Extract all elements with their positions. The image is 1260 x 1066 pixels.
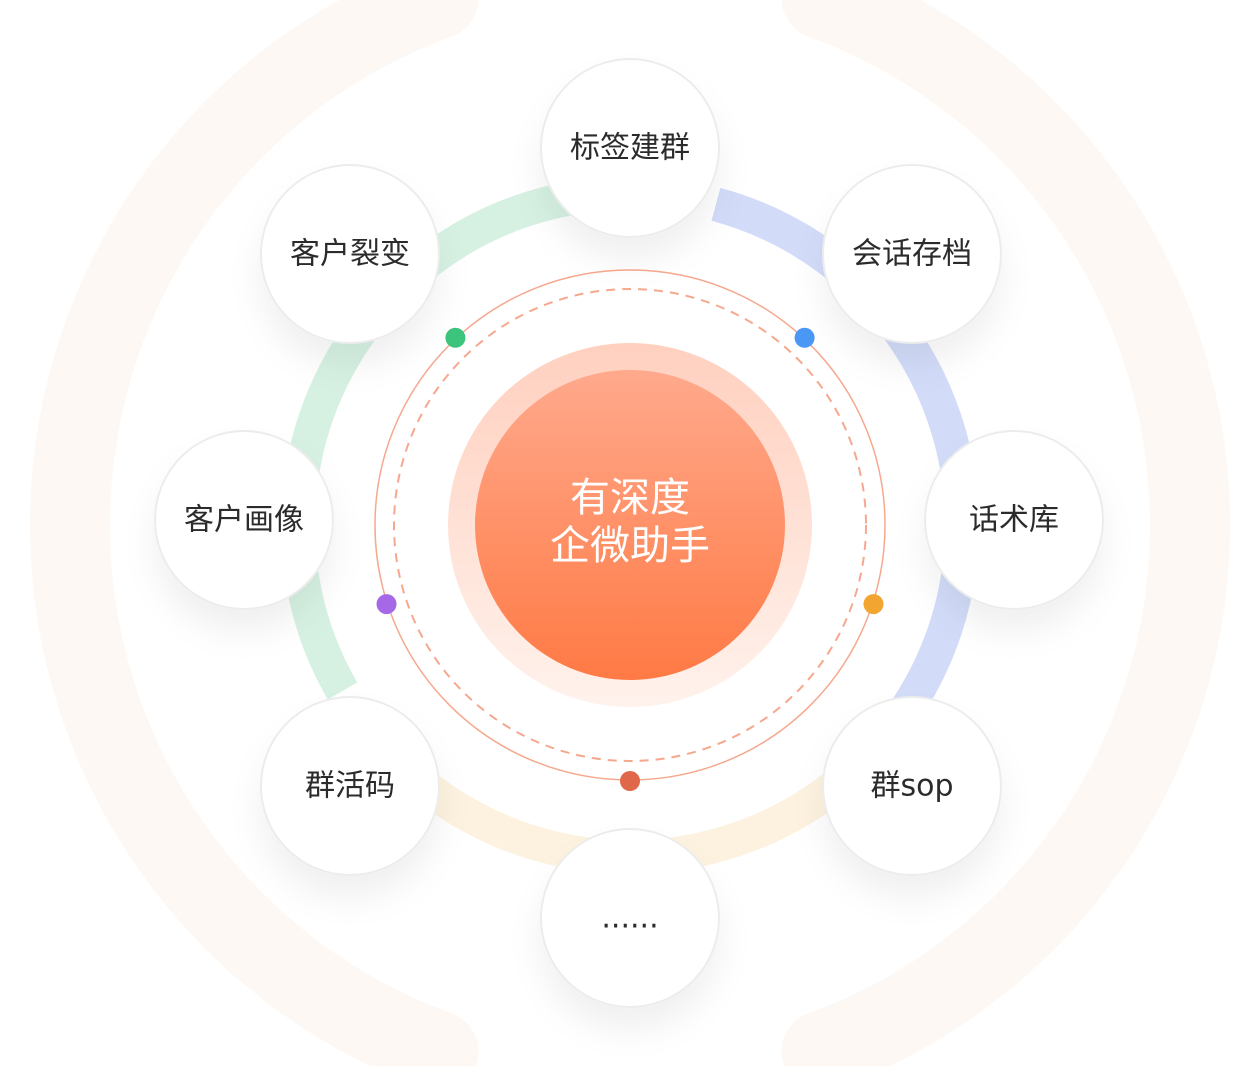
feature-node[interactable]: ......: [540, 828, 720, 1008]
center-title-line2: 企微助手: [550, 523, 710, 569]
feature-node-label: 客户画像: [184, 503, 304, 538]
feature-node-label: 标签建群: [570, 131, 690, 166]
feature-node-circle: [822, 164, 1002, 344]
feature-node-circle: [822, 696, 1002, 876]
feature-node-circle: [260, 696, 440, 876]
ring-dot: [794, 327, 815, 348]
feature-node[interactable]: 群活码: [260, 696, 440, 876]
feature-node[interactable]: 会话存档: [822, 164, 1002, 344]
feature-node-circle: [924, 430, 1104, 610]
feature-node-label: 群活码: [305, 769, 395, 804]
dashed-ring: [393, 288, 867, 762]
ring-dot: [445, 327, 466, 348]
feature-node-circle: [260, 164, 440, 344]
outer-arc-left: [30, 0, 479, 1066]
feature-node[interactable]: 客户画像: [154, 430, 334, 610]
ring-dot: [376, 594, 397, 615]
arc-blue: [711, 187, 979, 750]
feature-node-circle: [154, 430, 334, 610]
feature-node-label: 客户裂变: [290, 237, 410, 272]
feature-node-label: 群sop: [870, 769, 953, 804]
feature-node-label: ......: [601, 901, 658, 936]
outer-decorative-arcs: [30, 0, 1230, 1066]
feature-node-label: 话术库: [969, 503, 1059, 538]
outer-arc-right: [781, 0, 1230, 1066]
feature-node[interactable]: 话术库: [924, 430, 1104, 610]
ring-dot: [620, 771, 640, 791]
feature-node[interactable]: 标签建群: [540, 58, 720, 238]
feature-node-circle: [540, 58, 720, 238]
ring-dots: [376, 327, 884, 791]
feature-node[interactable]: 客户裂变: [260, 164, 440, 344]
center-title-line1: 有深度: [570, 475, 690, 521]
arc-green: [281, 181, 576, 700]
feature-node-label: 会话存档: [852, 237, 972, 272]
center-circle: [475, 370, 785, 680]
ring-dot: [863, 594, 884, 615]
feature-node[interactable]: 群sop: [822, 696, 1002, 876]
feature-node-circle: [540, 828, 720, 1008]
